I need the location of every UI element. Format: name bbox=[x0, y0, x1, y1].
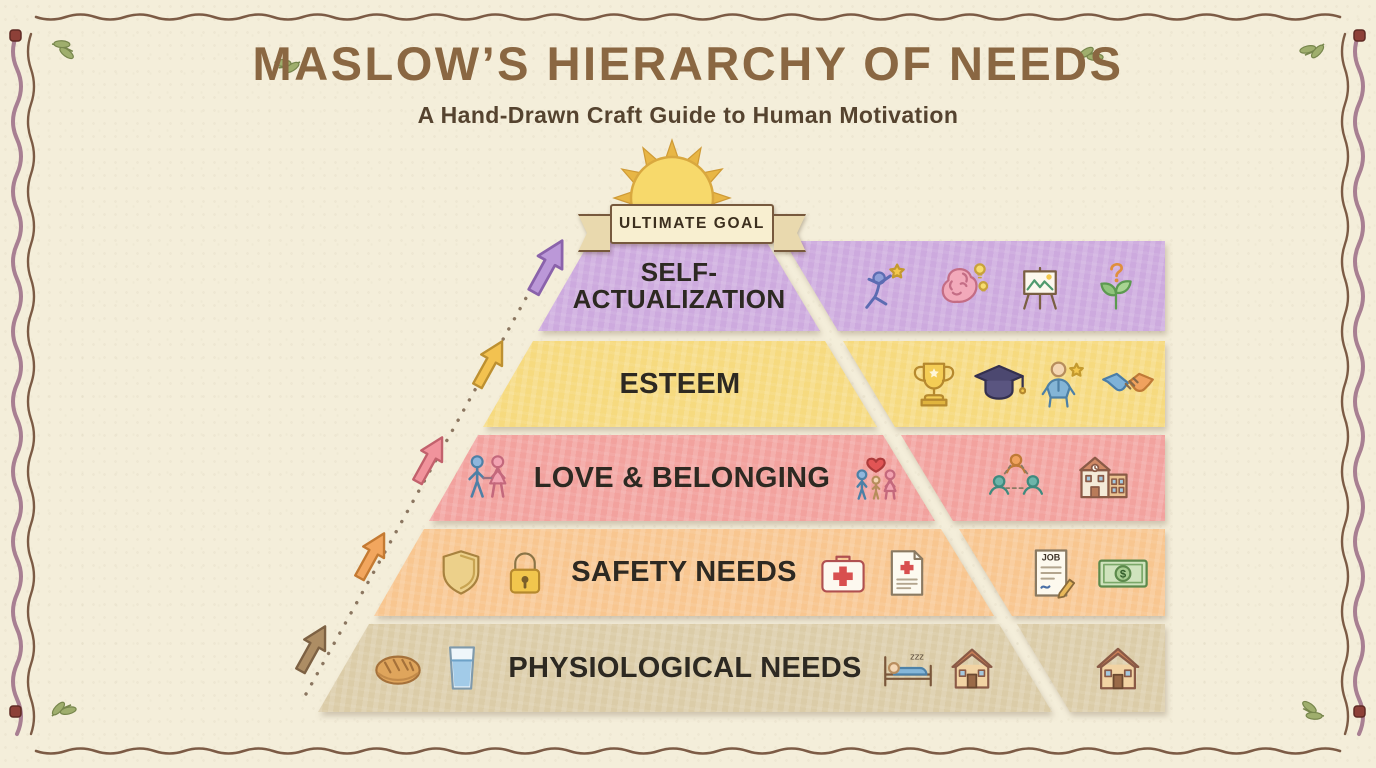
corner-leaves-bottom-right bbox=[1302, 700, 1325, 720]
banner-text: ULTIMATE GOAL bbox=[610, 204, 774, 244]
corner-berry bbox=[1353, 705, 1366, 718]
wavy-border-top bbox=[34, 13, 1342, 21]
corner-berry bbox=[9, 29, 22, 42]
banner-tail-right bbox=[774, 214, 806, 252]
wavy-border-bottom bbox=[34, 747, 1342, 755]
corner-berry bbox=[1353, 29, 1366, 42]
page-title: MASLOW’S HIERARCHY OF NEEDS bbox=[252, 37, 1124, 90]
corner-leaves-top-right bbox=[1299, 43, 1325, 59]
wavy-border-right-outer bbox=[1353, 32, 1365, 736]
arrow-self-actualization bbox=[527, 239, 564, 297]
wavy-border-left-inner bbox=[26, 32, 36, 736]
title-leaf-decoration-left bbox=[274, 58, 301, 74]
page-subtitle: A Hand-Drawn Craft Guide to Human Motiva… bbox=[417, 102, 959, 128]
title-leaf-decoration-right bbox=[1077, 46, 1104, 62]
corner-leaves-bottom-left bbox=[51, 701, 77, 717]
corner-leaves-top-left bbox=[51, 40, 74, 60]
banner-tail-left bbox=[578, 214, 610, 252]
wavy-border-left-outer bbox=[11, 32, 23, 736]
arrow-esteem bbox=[472, 340, 504, 390]
arrow-safety bbox=[354, 532, 386, 582]
wavy-border-right-inner bbox=[1340, 32, 1350, 736]
ascent-dotted-path bbox=[304, 242, 558, 696]
ultimate-goal-banner: ULTIMATE GOAL bbox=[578, 204, 806, 252]
corner-berry bbox=[9, 705, 22, 718]
arrow-physiological bbox=[295, 625, 327, 675]
